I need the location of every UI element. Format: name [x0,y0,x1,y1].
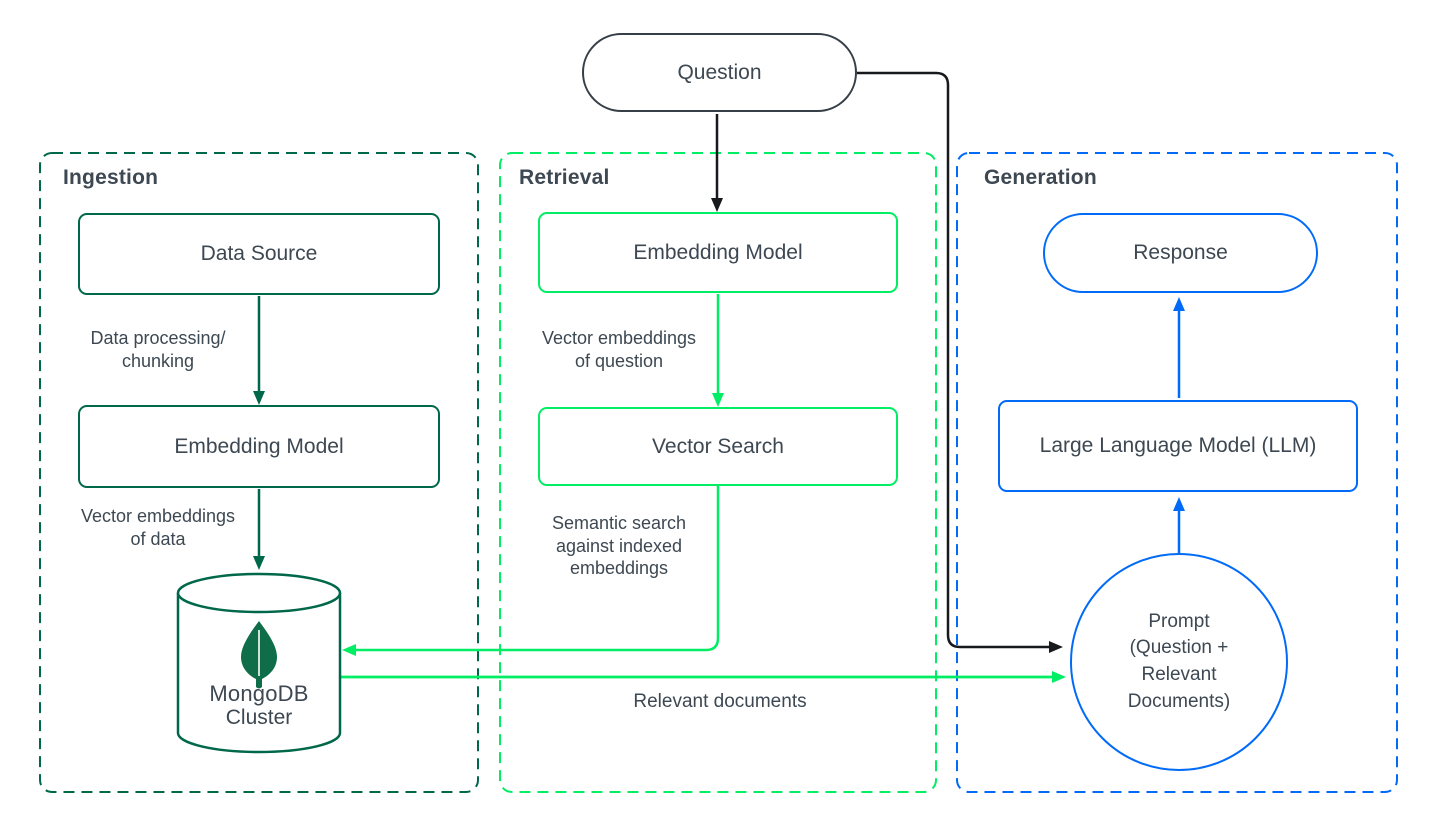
retrieval-embedding-model-label: Embedding Model [633,240,803,264]
edge-label-vector-embeddings-of-data: Vector embeddings of data [80,506,236,549]
question-label: Question [677,60,762,84]
response-label: Response [1133,241,1228,264]
ingestion-section: Ingestion [39,152,479,793]
response-node: Response [1043,213,1318,293]
question-node: Question [582,33,857,112]
prompt-label: Prompt (Question + Relevant Documents) [1127,610,1231,712]
vector-search-node: Vector Search [538,407,898,486]
data-source-node: Data Source [78,213,440,295]
vector-search-label: Vector Search [652,434,784,458]
ingestion-embedding-model-node: Embedding Model [78,405,440,488]
retrieval-section-title: Retrieval [519,166,610,189]
edge-label-relevant-documents: Relevant documents [633,691,807,712]
prompt-node: Prompt (Question + Relevant Documents) [1070,553,1288,771]
llm-node: Large Language Model (LLM) [998,400,1358,492]
data-source-label: Data Source [200,242,318,265]
cluster-label: Cluster [225,706,293,729]
edge-label-vector-embeddings-of-question: Vector embeddings of question [541,328,697,371]
llm-label: Large Language Model (LLM) [1039,434,1317,457]
ingestion-embedding-model-label: Embedding Model [174,434,344,458]
edge-label-data-processing: Data processing/ chunking [90,328,226,371]
generation-section: Generation [957,152,1398,793]
mongodb-label: MongoDB [209,681,309,706]
ingestion-section-title: Ingestion [63,166,159,189]
edge-label-semantic-search: Semantic search against indexed embeddin… [551,513,687,578]
retrieval-section: Retrieval [499,152,936,793]
retrieval-embedding-model-node: Embedding Model [538,212,898,293]
generation-section-title: Generation [984,166,1097,189]
